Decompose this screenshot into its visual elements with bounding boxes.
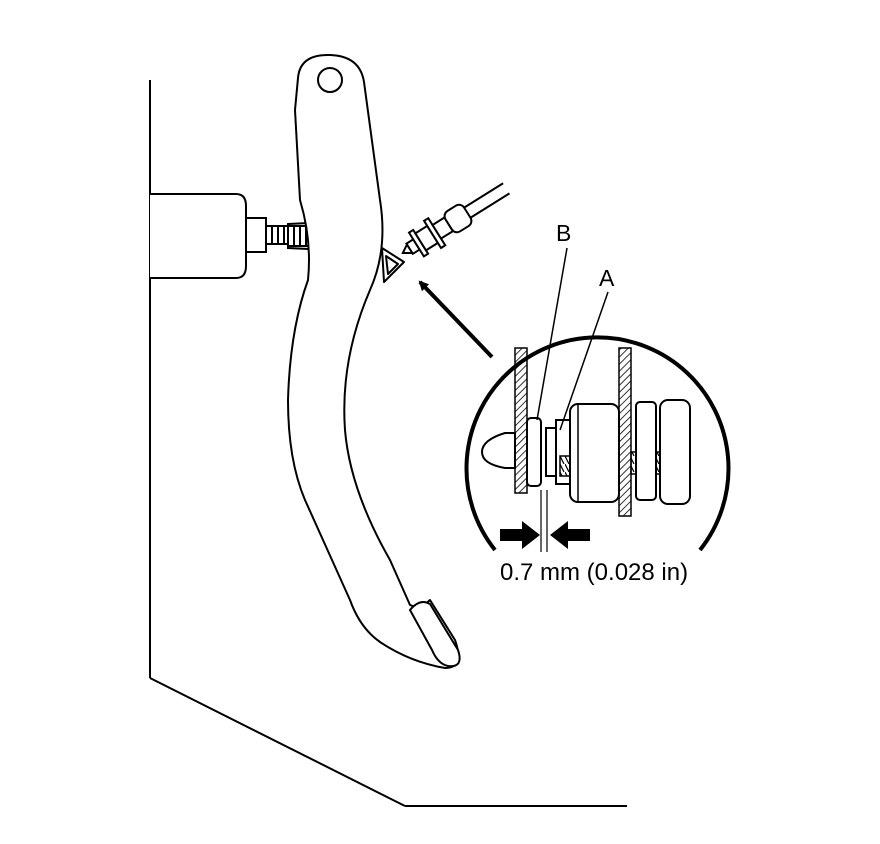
floor-outline — [150, 80, 627, 806]
bracket-plate — [515, 348, 527, 493]
pedal-pad — [410, 602, 460, 666]
switch-bracket — [382, 248, 404, 282]
detail-leader-arrow — [420, 280, 492, 357]
detail-view — [467, 248, 729, 552]
label-a-leader — [560, 292, 608, 430]
master-cylinder — [150, 194, 288, 278]
switch-body — [570, 404, 619, 502]
label-a: A — [599, 265, 615, 291]
plunger-a — [546, 428, 556, 476]
mount-plate — [619, 348, 631, 516]
brake-pedal — [288, 55, 460, 668]
clearance-dimension-label: 0.7 mm (0.028 in) — [500, 559, 689, 586]
brake-switch — [394, 175, 514, 267]
pivot-hole — [318, 68, 342, 92]
clearance-arrow-left — [500, 521, 540, 549]
label-b: B — [556, 220, 572, 246]
stopper-b — [527, 418, 541, 486]
clearance-arrow-right — [550, 521, 590, 549]
label-b-leader — [537, 248, 567, 420]
